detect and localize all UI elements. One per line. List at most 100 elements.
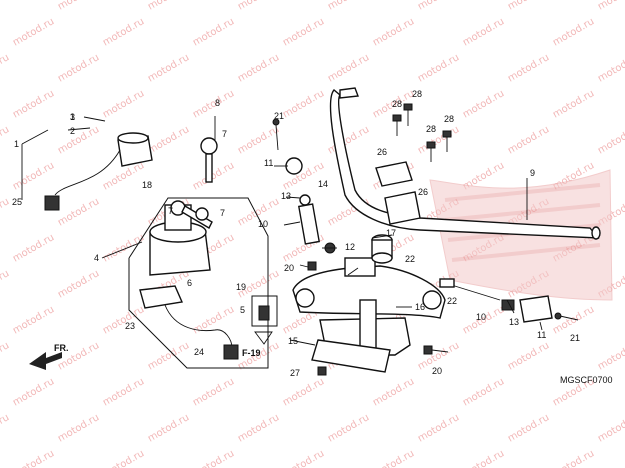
watermark-text: motod.ru (236, 412, 281, 444)
callout-number: 27 (290, 368, 300, 378)
watermark-text: motod.ru (461, 448, 506, 468)
watermark-text: motod.ru (101, 232, 146, 264)
callout-number: 9 (530, 168, 535, 178)
watermark-text: motod.ru (506, 0, 551, 13)
callout-number: 10 (258, 219, 268, 229)
watermark-text: motod.ru (596, 340, 625, 372)
watermark-text: motod.ru (506, 52, 551, 84)
callout-number: 4 (94, 253, 99, 263)
watermark-text: motod.ru (281, 16, 326, 48)
callout-number: 5 (240, 305, 245, 315)
watermark-text: motod.ru (416, 0, 461, 13)
small-bolts (272, 118, 579, 376)
watermark-text: motod.ru (56, 52, 101, 84)
callout-number: 7 (220, 208, 225, 218)
watermark-text: motod.ru (0, 412, 11, 444)
ignition-switch (149, 204, 211, 276)
watermark-text: motod.ru (11, 304, 56, 336)
callout-number: 11 (264, 158, 273, 168)
watermark-text: motod.ru (101, 376, 146, 408)
watermark-text: motod.ru (506, 124, 551, 156)
switch-case (44, 132, 153, 211)
callout-number: 1 (70, 112, 75, 122)
watermark-text: motod.ru (416, 52, 461, 84)
watermark-text: motod.ru (56, 196, 101, 228)
callout-number: 17 (386, 228, 396, 238)
callout-number: 25 (12, 197, 22, 207)
watermark-text: motod.ru (11, 88, 56, 120)
callout-number: 3 (70, 112, 75, 122)
callout-number: 18 (142, 180, 152, 190)
callout-number: 26 (377, 147, 387, 157)
watermark-text: motod.ru (101, 16, 146, 48)
callout-number: 20 (284, 263, 294, 273)
bar-end-weight (439, 278, 553, 323)
watermark-text: motod.ru (596, 124, 625, 156)
watermark-text: motod.ru (101, 88, 146, 120)
watermark-text: motod.ru (146, 52, 191, 84)
callout-number: 21 (274, 111, 284, 121)
callout-number: 1 (14, 139, 19, 149)
watermark-text: motod.ru (0, 52, 11, 84)
callout-number: 22 (447, 296, 457, 306)
watermark-text: motod.ru (191, 448, 236, 468)
callout-number: 7 (168, 206, 173, 216)
watermark-text: motod.ru (461, 16, 506, 48)
watermark-text: motod.ru (0, 124, 11, 156)
watermark-text: motod.ru (56, 0, 101, 13)
watermark-text: motod.ru (191, 304, 236, 336)
callout-number: 15 (288, 336, 298, 346)
assembly-outline (128, 197, 269, 369)
watermark-text: motod.ru (11, 448, 56, 468)
watermark-text: motod.ru (326, 0, 371, 13)
watermark-text: motod.ru (191, 16, 236, 48)
callout-number: 23 (125, 321, 135, 331)
watermark-text: motod.ru (281, 88, 326, 120)
callout-number: 28 (392, 99, 402, 109)
watermark-text: motod.ru (146, 412, 191, 444)
callout-number: 28 (426, 124, 436, 134)
callout-number: 22 (405, 254, 415, 264)
watermark-text: motod.ru (11, 232, 56, 264)
wire-harness (139, 285, 239, 360)
watermark-text: motod.ru (101, 448, 146, 468)
watermark-text: motod.ru (371, 376, 416, 408)
watermark-text: motod.ru (596, 412, 625, 444)
watermark-text: motod.ru (11, 160, 56, 192)
watermark-text: motod.ru (0, 0, 11, 13)
watermark-text: motod.ru (0, 340, 11, 372)
watermark-text: motod.ru (596, 52, 625, 84)
callout-number: 24 (194, 347, 204, 357)
front-label: FR. (54, 343, 69, 353)
callout-number: 21 (570, 333, 580, 343)
top-bridge (292, 257, 446, 319)
handlebar (329, 87, 601, 240)
watermark-text: motod.ru (236, 52, 281, 84)
stem-nut (371, 234, 393, 264)
diagram-code: MGSCF0700 (560, 375, 613, 385)
callout-number: 2 (70, 126, 75, 136)
callout-number: 28 (444, 114, 454, 124)
watermark-text: motod.ru (461, 376, 506, 408)
watermark-text: motod.ru (236, 124, 281, 156)
callout-number: 19 (236, 282, 246, 292)
watermark-text: motod.ru (191, 376, 236, 408)
watermark-text: motod.ru (461, 88, 506, 120)
front-arrow-icon (29, 352, 62, 370)
watermark-text: motod.ru (371, 16, 416, 48)
keys (170, 137, 218, 229)
watermark-text: motod.ru (551, 304, 596, 336)
watermark-text: motod.ru (11, 16, 56, 48)
watermark-text: motod.ru (596, 0, 625, 13)
callout-number: 11 (537, 330, 546, 340)
watermark-text: motod.ru (191, 88, 236, 120)
callout-number: 7 (222, 129, 227, 139)
callout-number: 10 (476, 312, 486, 322)
watermark-text: motod.ru (146, 340, 191, 372)
watermark-text: motod.ru (191, 160, 236, 192)
watermark-text: motod.ru (326, 412, 371, 444)
reference-box (251, 295, 278, 345)
watermark-text: motod.ru (281, 448, 326, 468)
